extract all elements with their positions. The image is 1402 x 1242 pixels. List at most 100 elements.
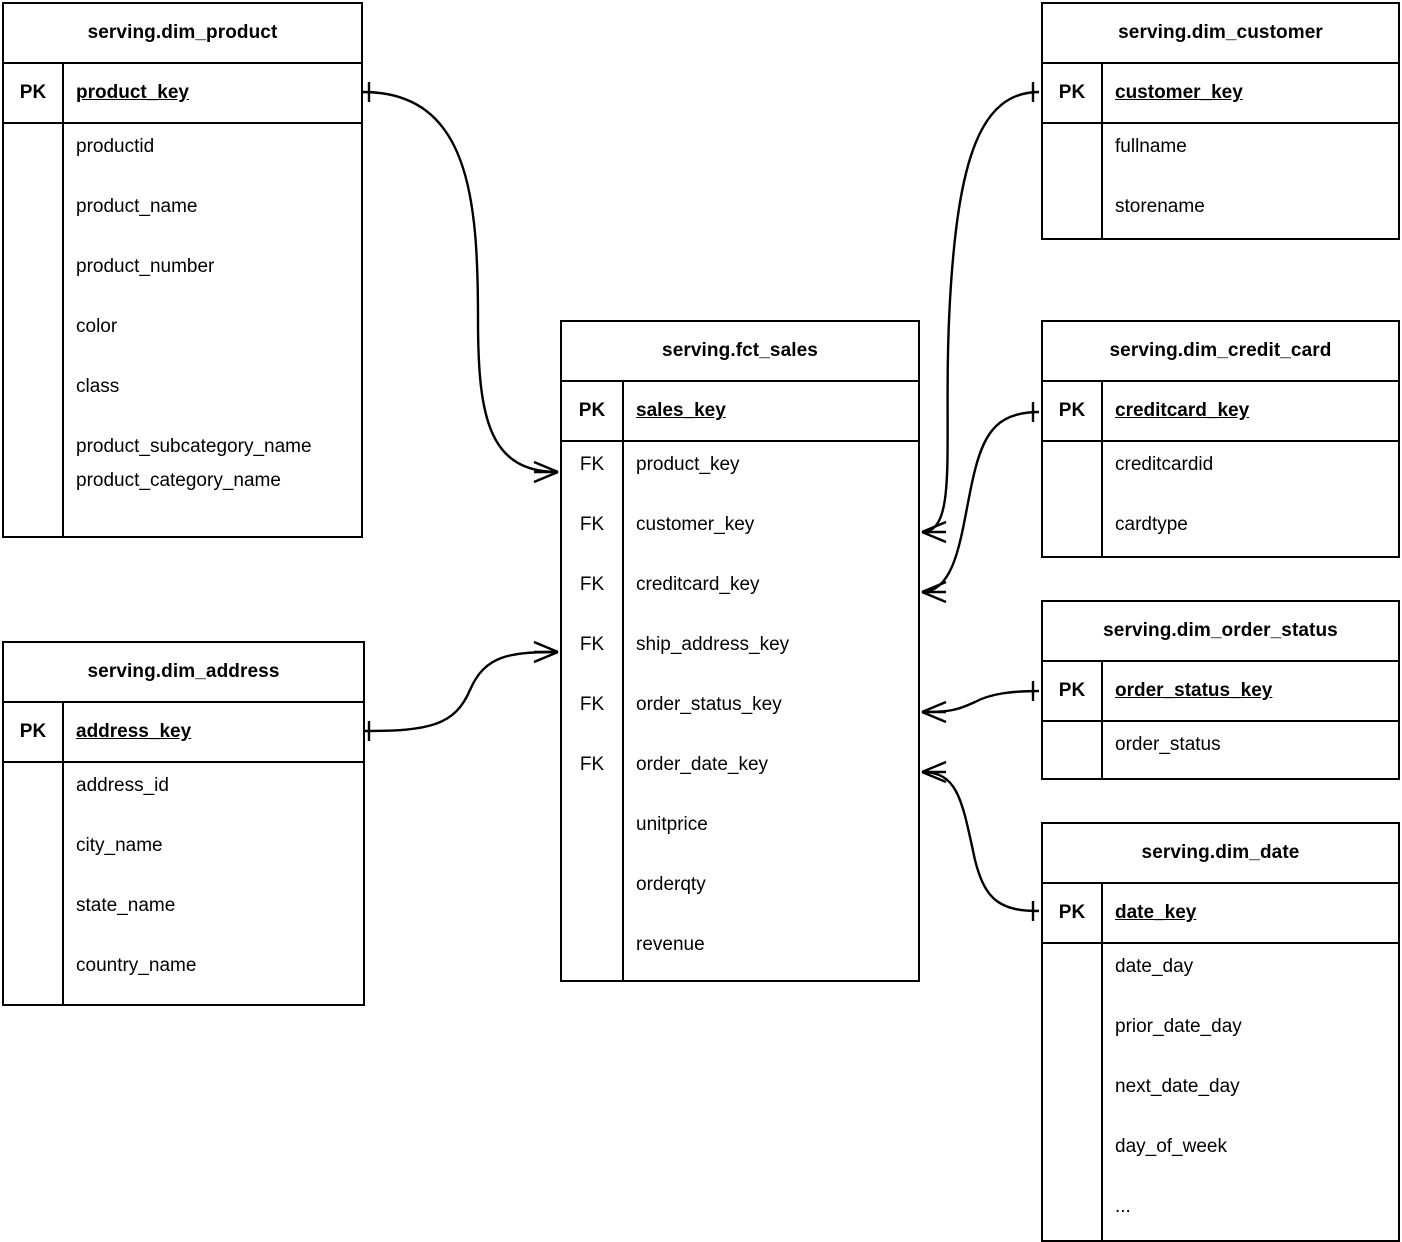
link-date <box>921 770 1040 913</box>
field-item: order_status_key <box>636 694 782 715</box>
pk-field-dim-customer: customer_key <box>1115 82 1243 103</box>
pk-field-fct-sales: sales_key <box>636 400 726 421</box>
keycol-spacer-dim-date <box>1043 944 1103 1241</box>
field-item: class <box>76 376 120 397</box>
field-item: color <box>76 316 118 337</box>
entity-title-dim-order-status: serving.dim_order_status <box>1043 602 1398 662</box>
link-product <box>362 90 559 474</box>
fields-dim-order-status: order_status <box>1043 722 1398 779</box>
keycol-spacer-dim-address <box>4 763 64 1005</box>
field-item: country_name <box>76 955 197 976</box>
fields-fct-sales: FK FK FK FK FK FK product_key customer_k… <box>562 442 918 981</box>
field-item: storename <box>1115 196 1205 217</box>
fk-badge: FK <box>579 694 605 715</box>
field-item: ship_address_key <box>636 634 790 655</box>
field-item: revenue <box>636 934 705 955</box>
pk-badge-dim-order-status: PK <box>1043 662 1103 720</box>
entity-title-dim-product: serving.dim_product <box>4 4 361 64</box>
pk-field-dim-date: date_key <box>1115 902 1197 923</box>
fk-badge-blank <box>562 932 622 958</box>
crowfoot-address <box>533 640 559 664</box>
pk-field-dim-order-status: order_status_key <box>1115 680 1273 701</box>
entity-fct-sales[interactable]: serving.fct_sales PK sales_key FK FK FK … <box>560 320 920 982</box>
keycol-spacer-dim-order-status <box>1043 722 1103 779</box>
entity-dim-customer[interactable]: serving.dim_customer PK customer_key ful… <box>1041 2 1400 240</box>
entity-dim-date[interactable]: serving.dim_date PK date_key date_day pr… <box>1041 822 1400 1242</box>
keycol-spacer-dim-customer <box>1043 124 1103 239</box>
pk-badge-dim-credit-card: PK <box>1043 382 1103 440</box>
pk-row-dim-date[interactable]: PK date_key <box>1043 884 1398 944</box>
link-orderstatus <box>921 689 1040 714</box>
fieldlist-dim-order-status: order_status <box>1103 722 1398 779</box>
entity-dim-order-status[interactable]: serving.dim_order_status PK order_status… <box>1041 600 1400 780</box>
crowfoot-creditcard <box>921 580 947 604</box>
field-item: product_number <box>76 256 215 277</box>
entity-title-fct-sales: serving.fct_sales <box>562 322 918 382</box>
crowfoot-customer <box>921 520 947 544</box>
field-item: fullname <box>1115 136 1187 157</box>
link-creditcard <box>921 410 1040 594</box>
entity-title-dim-customer: serving.dim_customer <box>1043 4 1398 64</box>
field-item: product_key <box>636 454 740 475</box>
pk-field-dim-credit-card: creditcard_key <box>1115 400 1250 421</box>
pk-badge-fct-sales: PK <box>562 382 624 440</box>
fieldlist-dim-date: date_day prior_date_day next_date_day da… <box>1103 944 1398 1241</box>
pk-field-dim-address: address_key <box>76 721 192 742</box>
field-item: city_name <box>76 835 163 856</box>
field-item: creditcard_key <box>636 574 760 595</box>
pk-row-dim-customer[interactable]: PK customer_key <box>1043 64 1398 124</box>
pk-row-dim-address[interactable]: PK address_key <box>4 703 363 763</box>
field-item: prior_date_day <box>1115 1016 1242 1037</box>
pk-row-dim-credit-card[interactable]: PK creditcard_key <box>1043 382 1398 442</box>
field-item: orderqty <box>636 874 706 895</box>
fk-badge-column: FK FK FK FK FK FK <box>562 442 624 981</box>
field-item: customer_key <box>636 514 755 535</box>
entity-title-dim-address: serving.dim_address <box>4 643 363 703</box>
field-item: cardtype <box>1115 514 1188 535</box>
field-item: ... <box>1115 1196 1131 1217</box>
crowfoot-product <box>533 460 559 484</box>
fieldlist-dim-product: productid product_name product_number co… <box>64 124 361 537</box>
entity-dim-credit-card[interactable]: serving.dim_credit_card PK creditcard_ke… <box>1041 320 1400 558</box>
field-item: productid <box>76 136 155 157</box>
pk-badge-dim-address: PK <box>4 703 64 761</box>
entity-title-dim-date: serving.dim_date <box>1043 824 1398 884</box>
crowfoot-date <box>921 760 947 784</box>
field-item: product_name <box>76 196 198 217</box>
fields-dim-credit-card: creditcardid cardtype <box>1043 442 1398 557</box>
fk-badge-blank <box>562 872 622 898</box>
fields-dim-address: address_id city_name state_name country_… <box>4 763 363 1005</box>
fk-badge: FK <box>579 754 605 775</box>
pk-row-dim-product[interactable]: PK product_key <box>4 64 361 124</box>
field-item: order_date_key <box>636 754 769 775</box>
fieldlist-dim-credit-card: creditcardid cardtype <box>1103 442 1398 557</box>
field-item: product_subcategory_name <box>76 436 312 457</box>
pk-row-fct-sales[interactable]: PK sales_key <box>562 382 918 442</box>
field-item: next_date_day <box>1115 1076 1240 1097</box>
fieldlist-dim-customer: fullname storename <box>1103 124 1398 239</box>
fields-dim-date: date_day prior_date_day next_date_day da… <box>1043 944 1398 1241</box>
entity-dim-address[interactable]: serving.dim_address PK address_key addre… <box>2 641 365 1006</box>
field-item: order_status <box>1115 734 1221 755</box>
fields-dim-product: productid product_name product_number co… <box>4 124 361 537</box>
field-item: address_id <box>76 775 169 796</box>
keycol-spacer-dim-product <box>4 124 64 537</box>
field-item: creditcardid <box>1115 454 1214 475</box>
link-address <box>364 650 559 733</box>
pk-badge-dim-customer: PK <box>1043 64 1103 122</box>
fieldlist-dim-address: address_id city_name state_name country_… <box>64 763 363 1005</box>
field-item: unitprice <box>636 814 708 835</box>
crowfoot-orderstatus <box>921 700 947 724</box>
fk-badge-blank <box>562 812 622 838</box>
field-item: date_day <box>1115 956 1194 977</box>
pk-badge-dim-date: PK <box>1043 884 1103 942</box>
entity-title-dim-credit-card: serving.dim_credit_card <box>1043 322 1398 382</box>
pk-row-dim-order-status[interactable]: PK order_status_key <box>1043 662 1398 722</box>
fields-dim-customer: fullname storename <box>1043 124 1398 239</box>
pk-badge-dim-product: PK <box>4 64 64 122</box>
field-item: product_category_name <box>76 470 281 491</box>
entity-dim-product[interactable]: serving.dim_product PK product_key produ… <box>2 2 363 538</box>
fk-badge: FK <box>579 514 605 535</box>
fk-badge: FK <box>579 634 605 655</box>
